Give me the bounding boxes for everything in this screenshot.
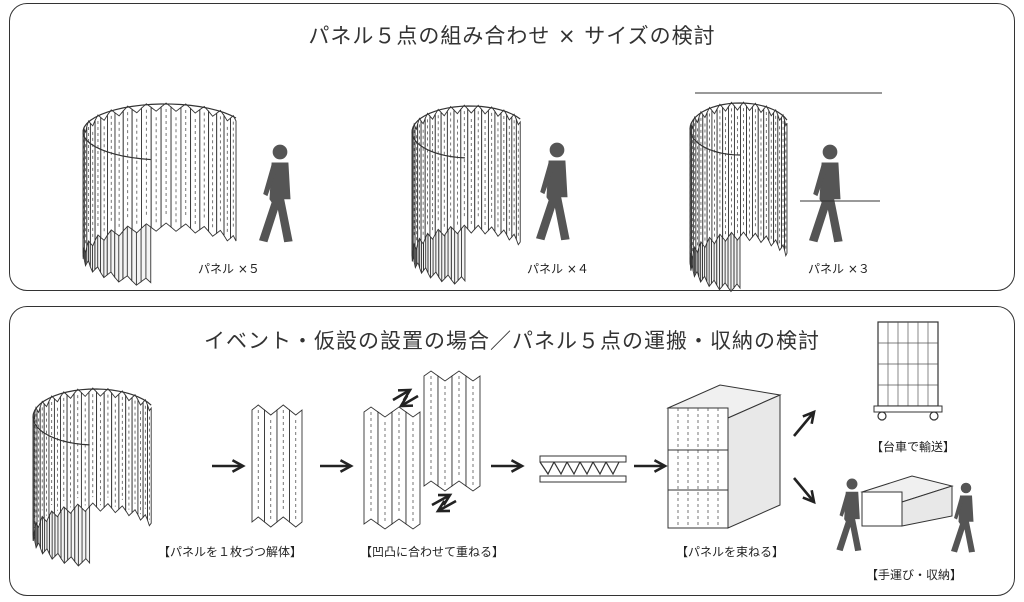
bottom-section-panel: イベント・仮設の設置の場合／パネル５点の運搬・収納の検討 <box>9 306 1015 596</box>
step-arrow-1 <box>212 459 246 473</box>
step-label-hand-carry: 【手運び・収納】 <box>866 568 963 582</box>
step-arrow-3 <box>491 459 525 473</box>
single-panel <box>251 404 303 528</box>
step-arrow-4 <box>634 459 668 473</box>
screen-5-panels <box>82 102 237 286</box>
step-arrow-2 <box>320 459 354 473</box>
carrier-figure-left <box>836 478 862 552</box>
screen-4-panels <box>411 104 521 285</box>
carrier-figure-right <box>951 482 975 553</box>
equipment-illustrations <box>666 92 954 529</box>
top-section-title: パネル５点の組み合わせ × サイズの検討 <box>308 24 716 48</box>
swap-arrow-1 <box>392 388 413 402</box>
step-label-disassemble: 【パネルを１枚づつ解体】 <box>158 545 303 559</box>
folding-screen-illustrations <box>32 101 788 567</box>
roll-cart-icon <box>873 321 943 421</box>
process-arrows <box>212 388 816 513</box>
person-figure-2 <box>536 142 570 241</box>
swap-arrow-3 <box>431 493 453 507</box>
step-label-bundle: 【パネルを束ねる】 <box>676 545 785 559</box>
screen-3-panels <box>689 101 788 293</box>
step-label-stack: 【凹凸に合わせて重ねる】 <box>360 545 505 559</box>
swap-arrow-2 <box>398 394 419 408</box>
config-label-4-panels: パネル ×４ <box>527 262 589 276</box>
bundled-panels <box>666 384 782 529</box>
bottom-section-title: イベント・仮設の設置の場合／パネル５点の運搬・収納の検討 <box>204 329 820 353</box>
person-figure-3 <box>809 144 843 243</box>
branch-arrow-down <box>793 477 816 505</box>
nested-panel-profile <box>539 455 627 483</box>
config-label-3-panels: パネル ×３ <box>808 262 870 276</box>
screen-assembled <box>32 387 152 567</box>
config-label-5-panels: パネル ×５ <box>198 262 260 276</box>
stack-panel-front <box>363 406 421 530</box>
person-figures <box>259 142 975 553</box>
stack-panel-back <box>423 370 481 492</box>
person-figure-1 <box>259 144 293 243</box>
branch-arrow-up <box>793 409 816 437</box>
step-label-cart-transport: 【台車で輸送】 <box>871 440 956 454</box>
hand-carry-icon <box>860 475 954 527</box>
swap-arrow-4 <box>435 499 457 513</box>
